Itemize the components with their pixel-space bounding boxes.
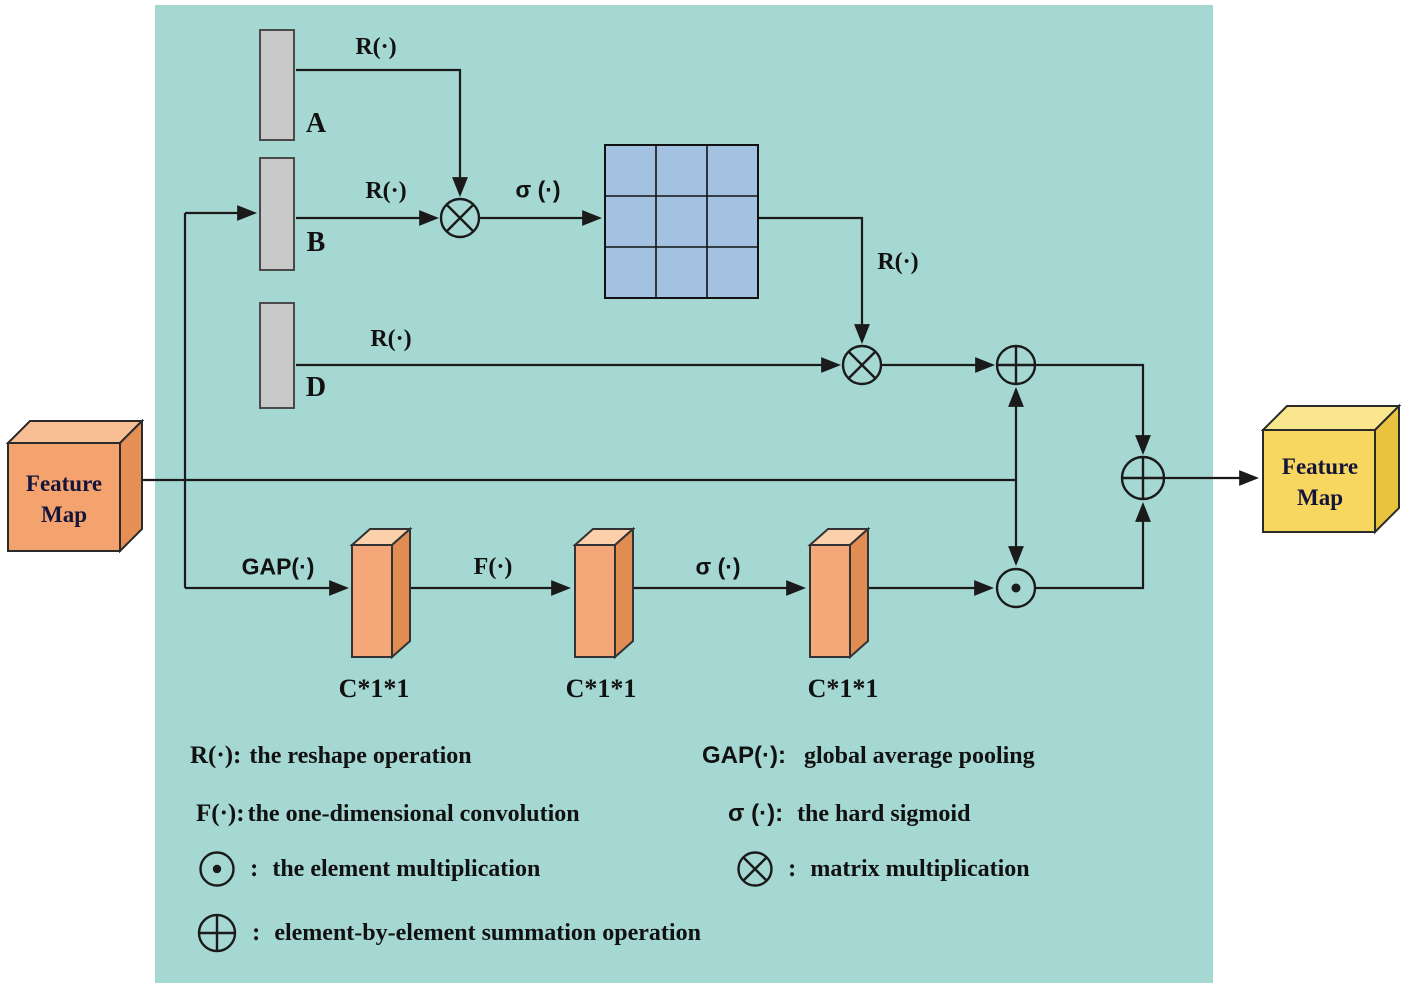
attention-matrix-grid [604,144,759,299]
matrix-b-label: B [306,227,326,258]
reshape-op-label-b: R(·) [365,178,407,204]
legend-conv-symbol: F(·): [196,800,245,827]
matmul-circle-2 [841,344,883,386]
sum-circle-final [1120,455,1166,501]
legend-sigmoid-text: the hard sigmoid [797,800,971,827]
legend-summation-text: element-by-element summation operation [274,919,701,946]
channel-dim-label-1: C*1*1 [338,674,410,703]
arrow-a-to-matmul1 [296,68,468,197]
connector-lines [142,68,1259,596]
channel-vector-2 [572,526,636,660]
channel-vector-3 [807,526,871,660]
matrix-d-label: D [305,372,327,403]
matrix-a-bar [259,29,295,141]
feature-map-output-cube [1260,403,1402,535]
elementwise-mult-circle [995,567,1037,609]
conv-op-label: F(·) [473,554,513,580]
arrow-dot-to-finalsum [1035,502,1151,590]
arrow-grid-to-matmul2 [758,216,870,344]
gap-op-label: GAP(·) [241,553,315,580]
legend-summation-colon: : [252,919,261,946]
summation-icon [197,913,237,953]
operator-circles [439,197,1166,609]
matmul-icon [737,851,773,887]
channel-vector-1 [349,526,413,660]
legend-conv: F(·): the one-dimensional convolution [196,800,580,828]
channel-dim-label-3: C*1*1 [807,674,879,703]
legend-conv-text: the one-dimensional convolution [247,800,580,827]
matrix-d-bar [259,302,295,409]
arrow-sum1-to-finalsum [1035,363,1151,455]
legend-gap: GAP(·): global average pooling [702,742,1035,770]
legend-gap-symbol: GAP(·): [702,742,786,769]
legend-dot-colon: : [250,855,259,882]
sigmoid-op-label-top: σ (·) [515,176,561,203]
legend-matmul: : matrix multiplication [736,850,1030,888]
elementwise-mult-icon [199,851,235,887]
legend-elementwise-mult: : the element multiplication [198,850,540,888]
legend-sigmoid-symbol: σ (·): [728,800,784,827]
legend-matmul-text: matrix multiplication [810,855,1030,882]
legend-sigmoid: σ (·): the hard sigmoid [728,800,970,828]
matrix-a-label: A [305,108,327,139]
sigmoid-op-label-bottom: σ (·) [695,553,741,580]
sum-circle-1 [995,344,1037,386]
legend-gap-text: global average pooling [803,742,1035,769]
legend-reshape-symbol: R(·): [190,742,242,769]
matmul-circle-1 [439,197,481,239]
legend-summation: : element-by-element summation operation [196,912,701,954]
reshape-op-label-grid: R(·) [877,249,919,275]
legend-dot-text: the element multiplication [272,855,541,882]
reshape-op-label-d: R(·) [370,326,412,352]
legend-reshape: R(·): the reshape operation [190,742,472,770]
output-feature-map-label: Feature Map [1281,453,1359,510]
feature-map-input-cube [5,418,145,554]
input-feature-map-label: Feature Map [25,470,103,527]
legend-matmul-colon: : [788,855,797,882]
legend-reshape-text: the reshape operation [249,742,472,769]
channel-dim-label-2: C*1*1 [565,674,637,703]
reshape-op-label-a: R(·) [355,34,397,60]
matrix-b-bar [259,157,295,271]
